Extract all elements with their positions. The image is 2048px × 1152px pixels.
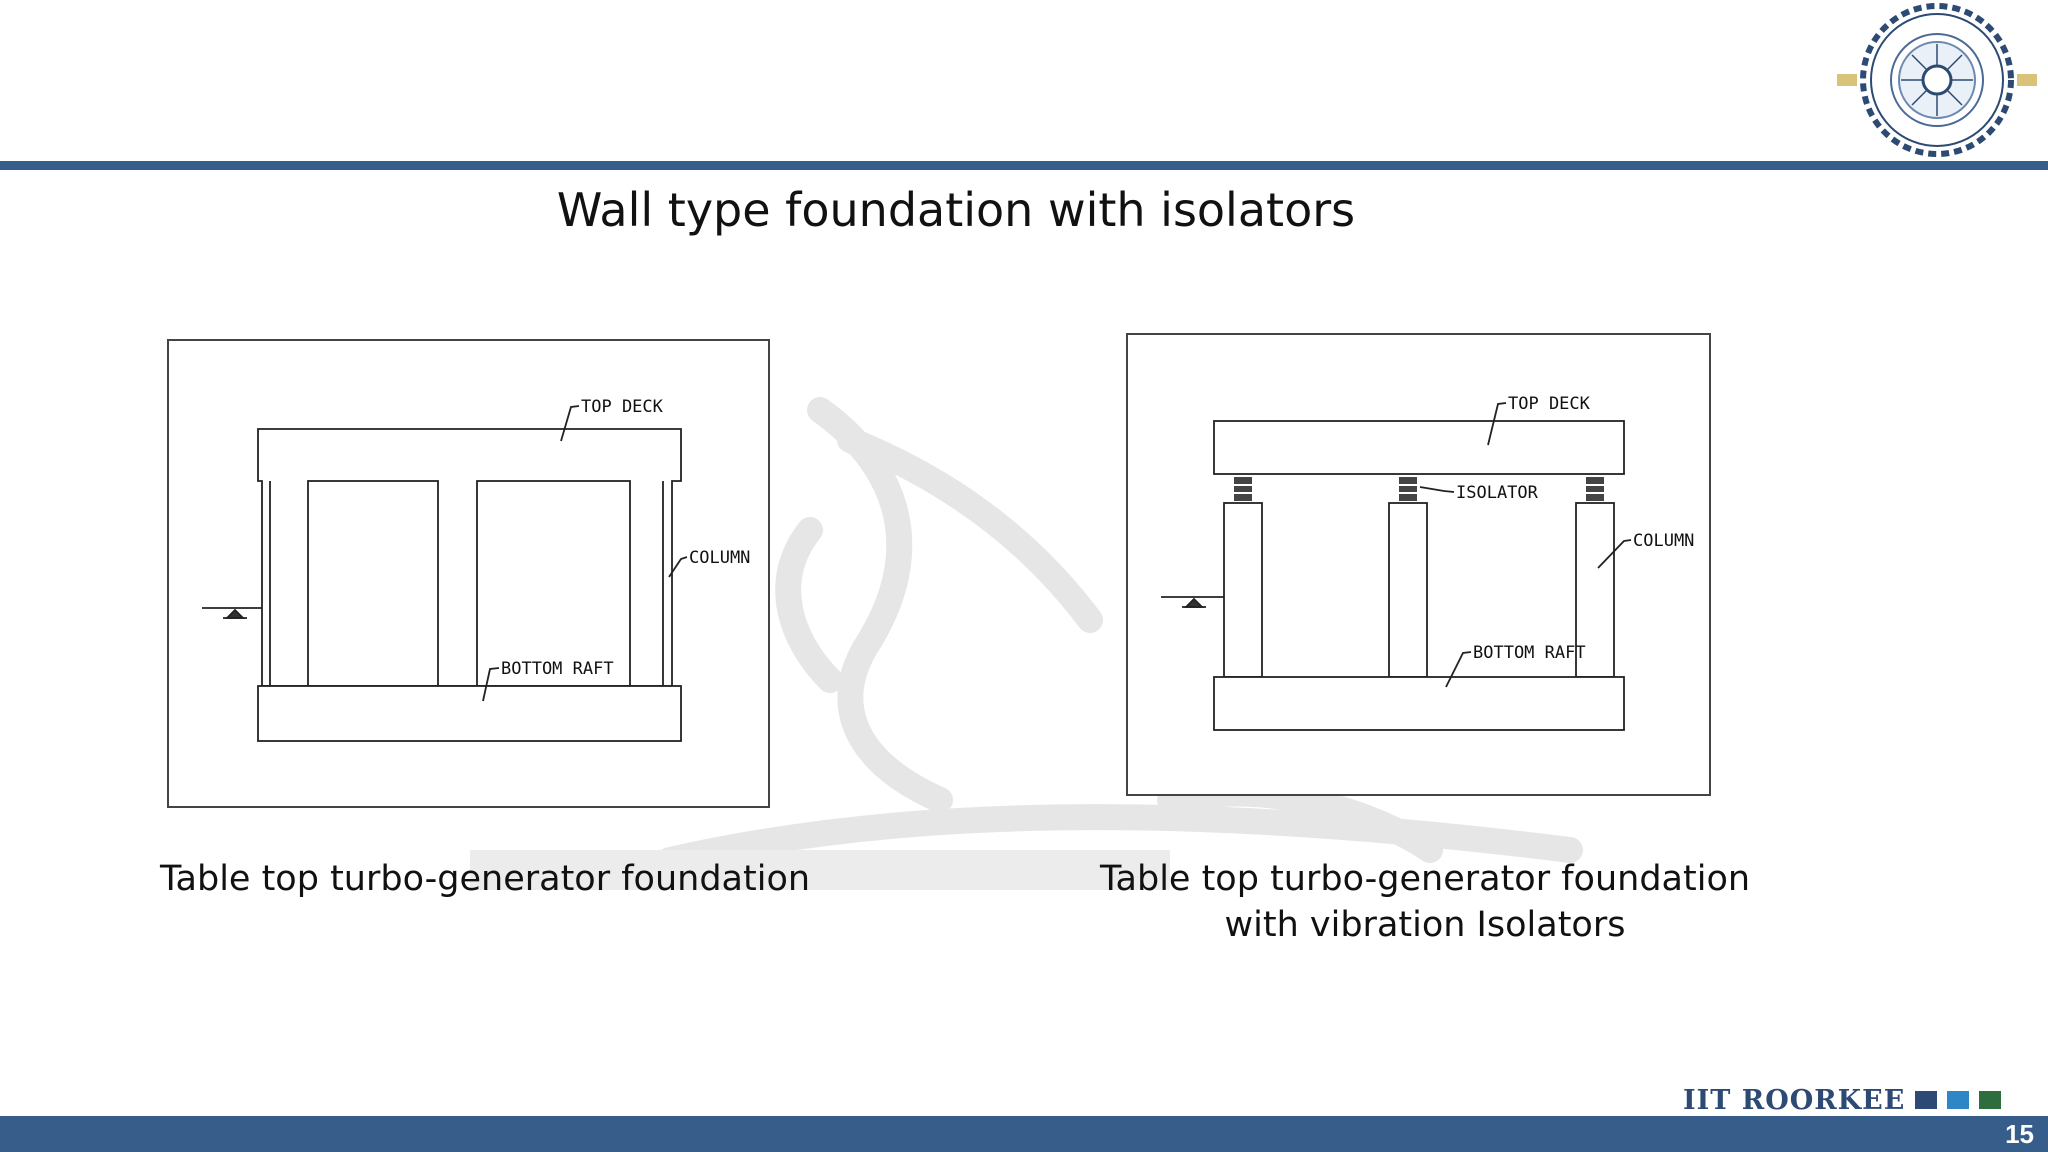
- caption-left: Table top turbo-generator foundation: [159, 859, 811, 899]
- footer-bar: 15: [0, 1116, 2048, 1152]
- label-column: COLUMN: [1633, 531, 1694, 551]
- label-isolator: ISOLATOR: [1456, 483, 1539, 503]
- label-column: COLUMN: [689, 548, 750, 568]
- brand-square-2: [1947, 1091, 1970, 1109]
- brand-name: IIT ROORKEE: [1683, 1084, 1906, 1116]
- caption-right: Table top turbo-generator foundation wit…: [1090, 856, 1760, 948]
- brand-square-1: [1915, 1091, 1938, 1109]
- caption-right-line-1: Table top turbo-generator foundation: [1099, 859, 1751, 899]
- figure-right: TOP DECK ISOLATOR COLUMN BOTTOM RAFT: [1126, 333, 1711, 796]
- label-bottom-raft: BOTTOM RAFT: [501, 659, 614, 679]
- caption-right-line-2: with vibration Isolators: [1224, 905, 1626, 945]
- foundation-drawing-left: TOP DECK COLUMN BOTTOM RAFT: [202, 397, 750, 742]
- label-top-deck: TOP DECK: [1508, 394, 1591, 414]
- slide-title: Wall type foundation with isolators: [556, 183, 1356, 237]
- brand-mark: IIT ROORKEE: [1683, 1084, 2002, 1116]
- brand-square-3: [1979, 1091, 2002, 1109]
- foundation-drawing-right: TOP DECK ISOLATOR COLUMN BOTTOM RAFT: [1161, 394, 1694, 731]
- page-number: 15: [2005, 1119, 2034, 1149]
- label-bottom-raft: BOTTOM RAFT: [1473, 643, 1586, 663]
- institute-seal-icon: [1837, 3, 2037, 157]
- header-rule: [0, 161, 2048, 170]
- label-top-deck: TOP DECK: [581, 397, 664, 417]
- figure-left: TOP DECK COLUMN BOTTOM RAFT: [167, 339, 770, 808]
